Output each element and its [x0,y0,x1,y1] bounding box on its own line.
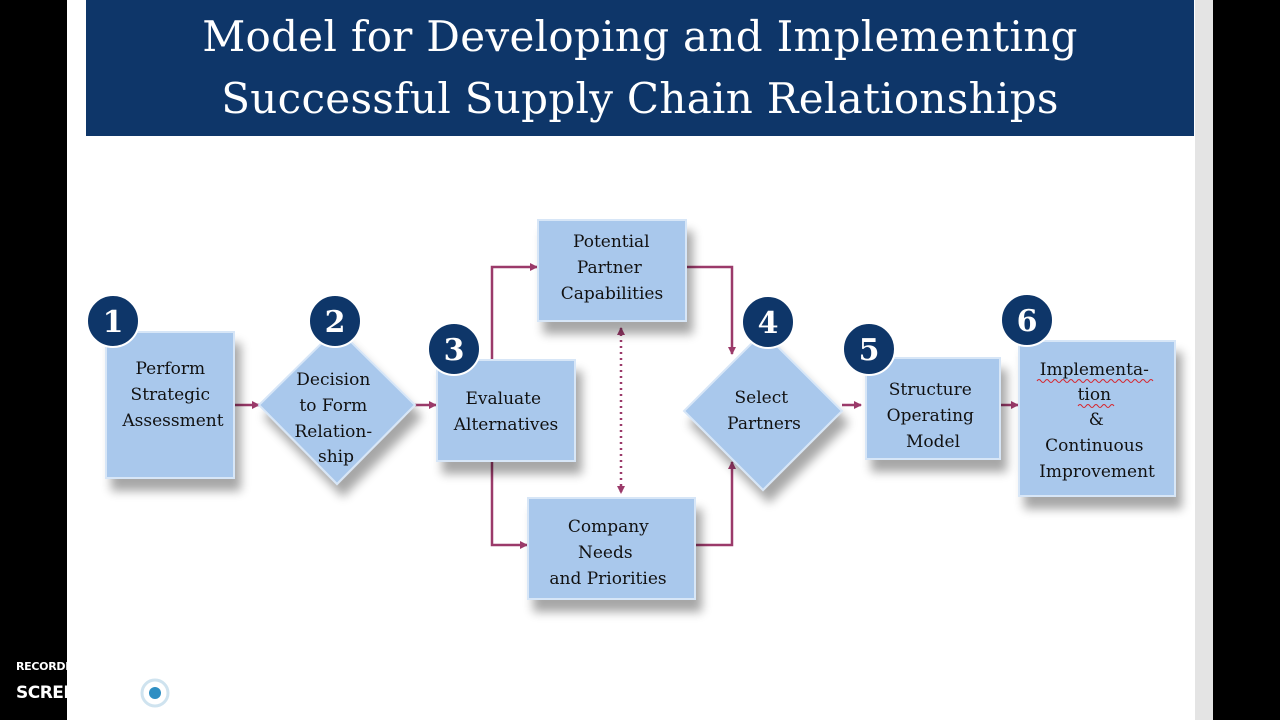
title-banner: Model for Developing and Implementing Su… [86,0,1194,136]
title-line-2: Successful Supply Chain Relationships [221,74,1059,123]
step-4-diamond [682,330,844,492]
step-4-label: Select Partners [727,388,801,434]
step-6-label: Implementa- tion & Continuous Improvemen… [1039,360,1155,482]
arrow-3-to-capabilities [490,263,538,360]
spellcheck-underline-2 [1077,404,1115,408]
capabilities-box [537,219,687,322]
watermark-recorded-with: RECORDED WITH [16,660,117,673]
step-1-badge: 1 [86,294,140,348]
step-3-box [436,359,576,462]
needs-box [527,497,696,600]
connectors [234,263,1019,549]
step-2-diamond [257,326,417,486]
spellcheck-underline-1 [1036,379,1154,383]
screencast-watermark: RECORDED WITH SCREENCAST MATIC [16,660,246,710]
capabilities-label: Potential Partner Capabilities [561,232,663,304]
step-1-box [105,331,235,479]
step-3-badge: 3 [427,322,481,376]
step-1-number: 1 [103,305,124,340]
step-2-badge: 2 [308,294,362,348]
watermark-brand-left: SCREENCAST [16,683,136,703]
slide-right-margin [1195,0,1213,720]
shapes [105,219,1176,600]
watermark-brand-right: MATIC [173,683,231,703]
step-1-label: Perform Strategic Assessment [121,359,223,431]
screencast-logo-icon [140,678,170,708]
step-3-number: 3 [444,333,465,368]
step-5-box [865,357,1001,460]
needs-label: Company Needs and Priorities [549,517,666,589]
step-4-number: 4 [758,306,779,341]
step-6-badge: 6 [1000,293,1054,347]
step-5-number: 5 [859,333,880,368]
step-5-badge: 5 [842,322,896,376]
step-4-badge: 4 [741,295,795,349]
step-6-number: 6 [1017,304,1038,339]
step-6-box [1018,340,1176,497]
step-2-label: Decision to Form Relation- ship [294,370,377,467]
step-3-label: Evaluate Alternatives [453,389,558,435]
arrow-capabilities-to-4 [686,265,736,355]
title-line-1: Model for Developing and Implementing [202,12,1078,61]
arrow-needs-to-4 [695,461,736,547]
arrow-3-to-needs [490,461,528,549]
step-2-number: 2 [325,305,346,340]
step-5-label: Structure Operating Model [887,380,980,452]
watermark-brand: SCREENCAST MATIC [16,678,231,708]
